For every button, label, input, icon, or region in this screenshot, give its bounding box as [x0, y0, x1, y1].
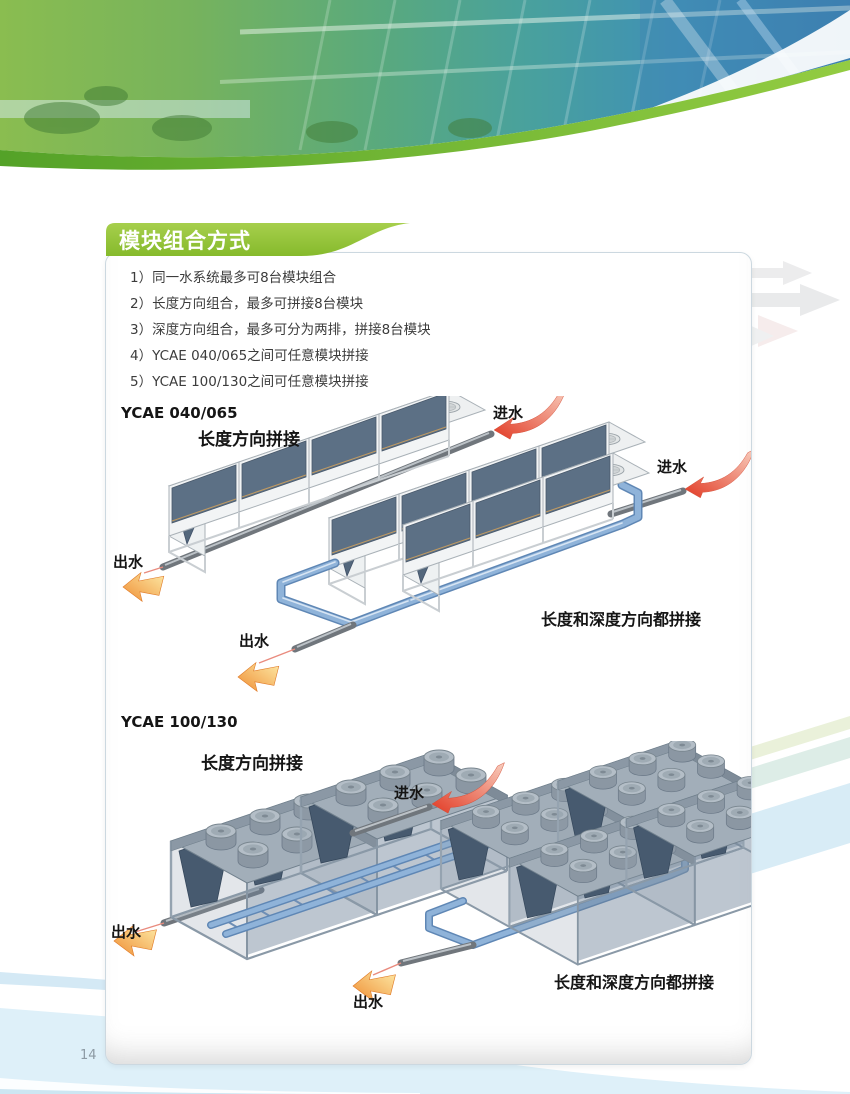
- inlet-label: 进水: [657, 458, 688, 476]
- note-item: 3）深度方向组合，最多可分为两排，拼接8台模块: [130, 322, 431, 338]
- right-arrow-icon: [758, 315, 798, 347]
- note-item: 2）长度方向组合，最多可拼接8台模块: [130, 296, 364, 312]
- inlet-label: 进水: [493, 404, 524, 422]
- note-item: 4）YCAE 040/065之间可任意模块拼接: [130, 348, 369, 364]
- blue-header-pipes: [276, 480, 643, 629]
- section-title: 模块组合方式: [119, 229, 251, 253]
- chiller-illustration-100-130: [113, 741, 751, 1002]
- section-tab: 模块组合方式: [105, 222, 425, 258]
- length-depth-join-label: 长度和深度方向都拼接: [554, 973, 715, 992]
- water-pipe: [397, 941, 477, 967]
- outlet-label: 出水: [113, 553, 144, 571]
- diagram-040-065: YCAE 040/065 长度方向拼接 进水 进水 出水 出水 长度和深度方向都…: [111, 393, 751, 705]
- content-box: 1）同一水系统最多可8台模块组合 2）长度方向组合，最多可拼接8台模块 3）深度…: [105, 252, 752, 1065]
- outlet-label: 出水: [353, 993, 384, 1011]
- right-arrow-icon: [740, 284, 840, 316]
- outlet-arrow-icon: [122, 572, 165, 602]
- water-pipe: [159, 430, 495, 571]
- outlet-label: 出水: [239, 632, 270, 650]
- inlet-arrow-icon: [684, 449, 751, 499]
- right-arrow-icon: [745, 261, 812, 285]
- length-depth-join-label: 长度和深度方向都拼接: [541, 610, 702, 629]
- water-pipe: [291, 621, 357, 653]
- page-number: 14: [80, 1048, 97, 1063]
- diagram-100-130: YCAE 100/130 长度方向拼接 进水 出水 出水 长度和深度方向都拼接: [111, 708, 751, 1060]
- note-item: 1）同一水系统最多可8台模块组合: [130, 270, 337, 286]
- length-join-label: 长度方向拼接: [201, 754, 303, 774]
- section-tab-shape: [106, 223, 410, 256]
- model-label: YCAE 040/065: [121, 404, 238, 422]
- banner-photo: [0, 0, 850, 170]
- model-label: YCAE 100/130: [121, 713, 238, 731]
- length-join-label: 长度方向拼接: [198, 430, 300, 450]
- note-item: 5）YCAE 100/130之间可任意模块拼接: [130, 374, 369, 390]
- chiller-illustration-040-065: [122, 396, 751, 692]
- notes-list: 1）同一水系统最多可8台模块组合 2）长度方向组合，最多可拼接8台模块 3）深度…: [130, 265, 431, 395]
- outlet-label: 出水: [111, 923, 142, 941]
- outlet-arrow-icon: [237, 662, 280, 692]
- water-pipe: [607, 487, 687, 518]
- water-pipe: [349, 803, 433, 837]
- inlet-label: 进水: [394, 784, 425, 802]
